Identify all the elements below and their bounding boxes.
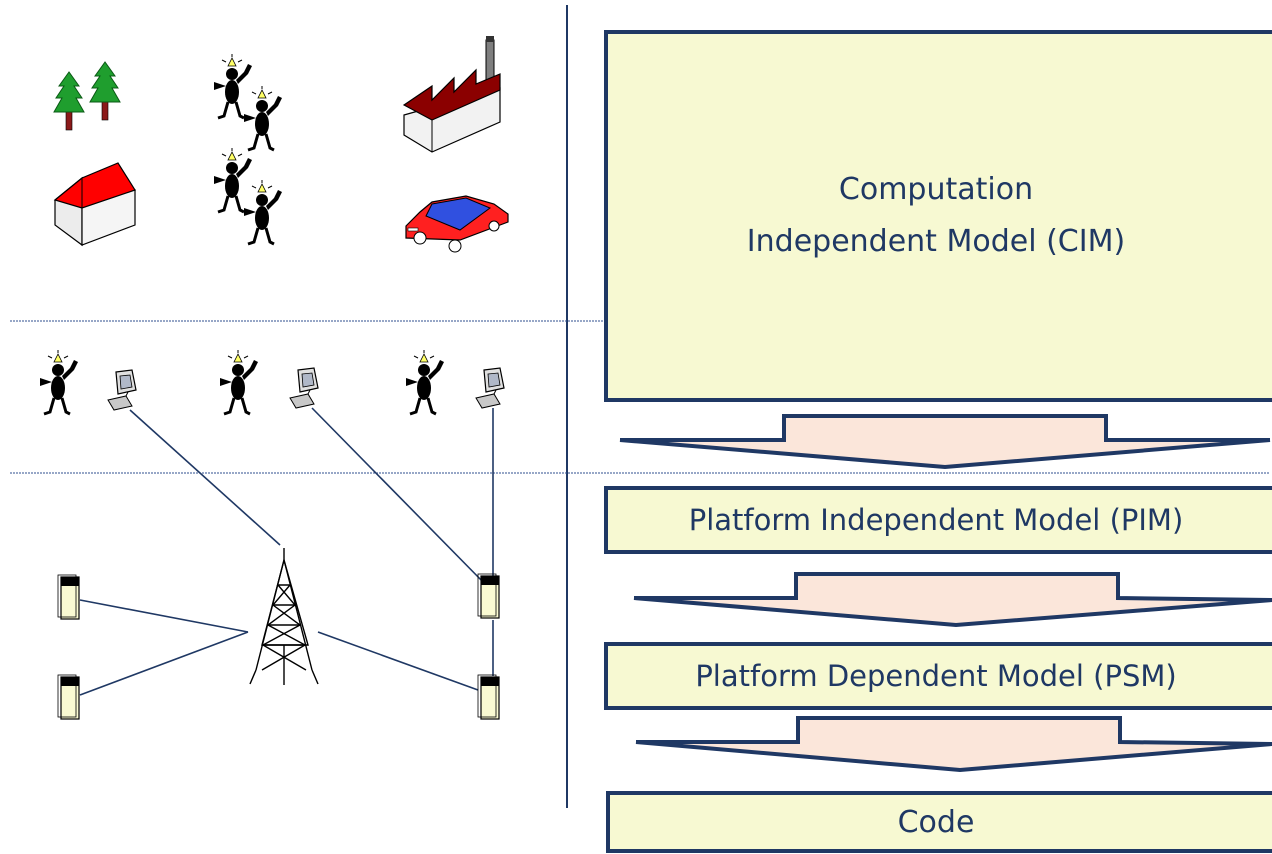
radio-tower-icon <box>249 548 319 685</box>
computer-terminal-icon <box>289 367 319 409</box>
factory-icon <box>402 36 501 153</box>
trees-icon <box>53 61 121 131</box>
pim-box <box>604 486 1272 554</box>
computer-terminal-icon <box>475 367 505 409</box>
server-icon <box>57 574 80 620</box>
server-icon <box>477 674 500 720</box>
person-icon <box>38 348 80 416</box>
transformation-arrow <box>619 414 1271 470</box>
transformation-arrow <box>635 716 1272 773</box>
psm-box <box>604 642 1272 710</box>
server-icon <box>57 674 80 720</box>
server-icon <box>477 573 500 619</box>
car-icon <box>405 195 509 253</box>
network-links <box>79 407 494 696</box>
people-group-icon <box>212 52 284 152</box>
person-icon <box>404 348 446 416</box>
code-box <box>606 791 1272 853</box>
cim-box <box>604 30 1272 402</box>
person-icon <box>218 348 260 416</box>
computer-terminal-icon <box>107 369 137 411</box>
house-icon <box>53 162 136 247</box>
transformation-arrow <box>633 572 1272 628</box>
people-group-icon <box>212 146 284 246</box>
